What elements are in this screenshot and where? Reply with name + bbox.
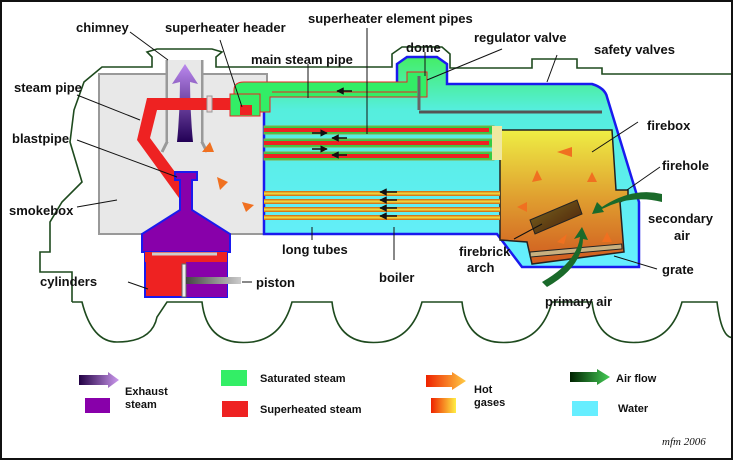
label-primary-air: primary air [545,294,612,309]
legend-exhaust-arrow-icon [79,372,119,388]
legend-water-swatch [572,401,598,416]
label-regulator-valve: regulator valve [474,30,567,45]
label-firehole: firehole [662,158,709,173]
blastpipe [141,171,231,253]
label-secondary-air-1: secondary [648,211,714,226]
steam-pipe [137,98,230,198]
legend-saturated-swatch [221,370,247,386]
legend-hot-gas-arrow-icon [426,372,466,390]
label-steam-pipe: steam pipe [14,80,82,95]
legend-hot-label-2: gases [474,397,505,409]
legend-exhaust-swatch [85,398,110,413]
legend-exhaust-label-1: Exhaust [125,386,168,398]
piston [186,277,241,284]
hot-gas-arrows [202,142,612,244]
label-cylinders: cylinders [40,274,97,289]
legend-hot-label-1: Hot [474,384,493,396]
legend-exhaust-label-2: steam [125,399,157,411]
label-long-tubes: long tubes [282,242,348,257]
label-smokebox: smokebox [9,203,74,218]
legend-air-flow-arrow-icon [570,369,610,385]
locomotive-outline [39,46,731,302]
legend-superheated-swatch [222,401,248,417]
label-firebrick-arch-1: firebrick [459,244,511,259]
leader-lines [76,28,661,290]
label-firebox: firebox [647,118,691,133]
legend-air-flow-label: Air flow [616,373,657,385]
label-superheater-element-pipes: superheater element pipes [308,11,473,26]
label-firebrick-arch-2: arch [467,260,495,275]
label-chimney: chimney [76,20,130,35]
firebrick-arch [529,199,583,235]
legend-hot-gas-swatch [431,398,456,413]
primary-air-arrow-icon [542,227,588,287]
label-boiler: boiler [379,270,414,285]
label-grate: grate [662,262,694,277]
flow-arrows [312,87,397,220]
label-secondary-air-2: air [674,228,690,243]
wheel-splashers [72,301,731,344]
label-blastpipe: blastpipe [12,131,69,146]
label-safety-valves: safety valves [594,42,675,57]
label-main-steam-pipe: main steam pipe [251,52,353,67]
signature: mfm 2006 [662,436,706,448]
legend-superheated-label: Superheated steam [260,404,362,416]
label-piston: piston [256,275,295,290]
legend-saturated-label: Saturated steam [260,373,346,385]
legend: Exhaust steam Saturated steam Superheate… [79,369,657,417]
secondary-air-arrow-icon [592,192,662,214]
label-superheater-header: superheater header [165,20,286,35]
label-dome: dome [406,40,441,55]
superheater-elements [263,125,502,161]
legend-water-label: Water [618,403,649,415]
